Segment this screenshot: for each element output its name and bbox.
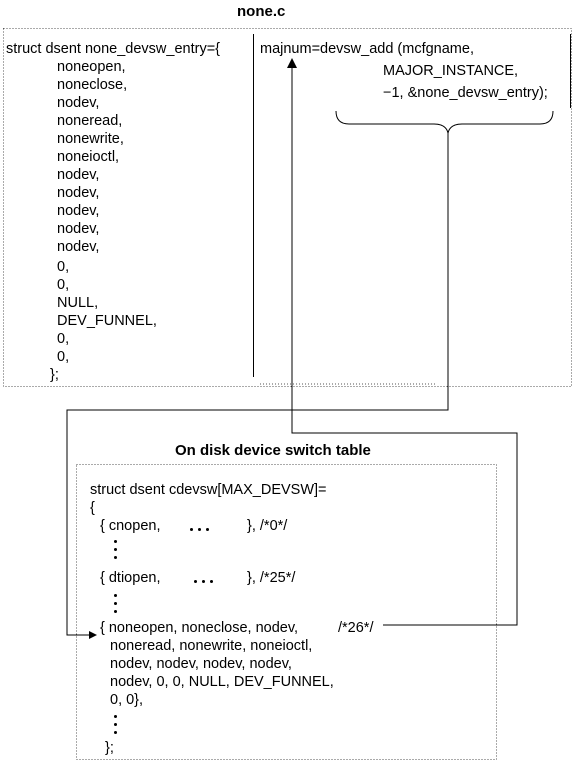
arrowhead-to-majnum — [287, 58, 297, 68]
struct-field: NULL, — [57, 295, 99, 311]
entry-26-line1: { noneopen, noneclose, nodev, — [100, 620, 299, 636]
struct-field: nonewrite, — [57, 131, 124, 147]
entry-26-line4: nodev, 0, 0, NULL, DEV_FUNNEL, — [110, 674, 334, 690]
struct-field: nodev, — [57, 95, 100, 111]
argument-brace — [335, 110, 554, 134]
struct-close: }; — [50, 367, 59, 383]
struct-field: 0, — [57, 331, 70, 347]
connector-to-entry26 — [66, 133, 449, 636]
struct-field: 0, — [57, 277, 70, 293]
struct-field: noneioctl, — [57, 149, 120, 165]
table-open-brace: { — [90, 500, 95, 516]
struct-field: 0, — [57, 349, 70, 365]
entry-26-line3: nodev, nodev, nodev, nodev, — [110, 656, 292, 672]
struct-field: nodev, — [57, 167, 100, 183]
file-title: none.c — [237, 3, 286, 20]
entry-0-end: }, /*0*/ — [247, 518, 288, 534]
struct-field: noneclose, — [57, 77, 128, 93]
struct-field: nodev, — [57, 185, 100, 201]
entry-26-line5: 0, 0}, — [110, 692, 144, 708]
call-line: −1, &none_devsw_entry); — [383, 85, 548, 101]
struct-field: 0, — [57, 259, 70, 275]
struct-field: noneread, — [57, 113, 123, 129]
struct-field: nodev, — [57, 221, 100, 237]
struct-decl-line: struct dsent none_devsw_entry={ — [6, 41, 221, 57]
entry-25-end: }, /*25*/ — [247, 570, 296, 586]
struct-field: noneopen, — [57, 59, 126, 75]
call-line: majnum=devsw_add (mcfgname, — [260, 41, 474, 57]
call-line: MAJOR_INSTANCE, — [383, 63, 519, 79]
none-c-frame — [3, 28, 572, 387]
entry-26-line2: noneread, nonewrite, noneioctl, — [110, 638, 313, 654]
connector-return-majnum — [291, 66, 518, 626]
table-close: }; — [105, 740, 114, 756]
arrowhead-to-entry26 — [89, 631, 97, 639]
table-title: On disk device switch table — [175, 442, 371, 459]
table-decl-line: struct dsent cdevsw[MAX_DEVSW]= — [90, 482, 327, 498]
device-switch-table-frame — [76, 464, 497, 760]
struct-field: DEV_FUNNEL, — [57, 313, 157, 329]
entry-25-start: { dtiopen, — [100, 570, 161, 586]
entry-0-start: { cnopen, — [100, 518, 161, 534]
struct-field: nodev, — [57, 239, 100, 255]
struct-field: nodev, — [57, 203, 100, 219]
entry-26-index-comment: /*26*/ — [338, 620, 374, 636]
